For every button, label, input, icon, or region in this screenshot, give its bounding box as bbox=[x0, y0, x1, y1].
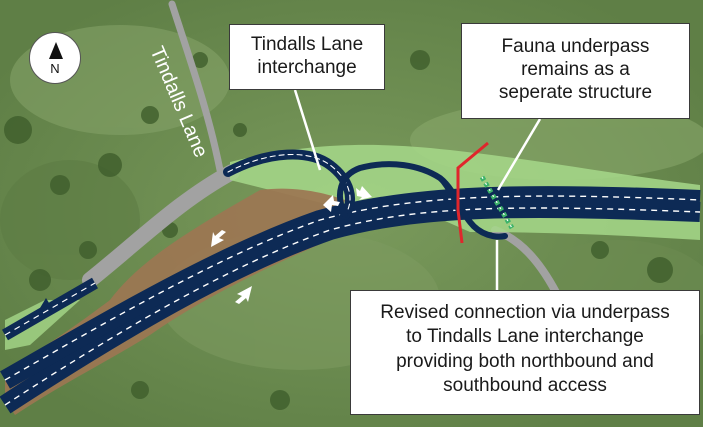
callout-fauna-underpass: Fauna underpass remains as a seperate st… bbox=[461, 23, 690, 119]
north-arrow-compass: N bbox=[29, 32, 81, 84]
callout-line: to Tindalls Lane interchange bbox=[406, 326, 644, 348]
callout-line: interchange bbox=[257, 57, 357, 79]
arrow-icon-ramp-up bbox=[323, 195, 340, 212]
traffic-arrows bbox=[211, 186, 372, 304]
arrow-icon-ramp-down bbox=[356, 186, 372, 200]
callout-line: Fauna underpass bbox=[501, 36, 650, 57]
verge-area-west bbox=[5, 300, 80, 350]
callout-line: southbound access bbox=[443, 374, 607, 396]
callout-line: Tindalls Lane bbox=[250, 34, 364, 55]
field-patches bbox=[0, 25, 703, 370]
fauna-underpass-marker-inner bbox=[481, 176, 513, 229]
arrow-icon-northeast bbox=[211, 230, 226, 247]
callout-line: seperate structure bbox=[498, 82, 653, 104]
callout-line: remains as a bbox=[521, 59, 630, 81]
north-arrow-icon bbox=[49, 42, 63, 59]
realignment-red-line bbox=[456, 141, 489, 244]
callout-revised-connection: Revised connection via underpass to Tind… bbox=[350, 290, 700, 415]
motorway-carriageways bbox=[0, 186, 701, 414]
tree-clusters bbox=[4, 48, 673, 410]
arrow-icon-southwest bbox=[235, 286, 252, 304]
callout-tindalls-lane-interchange: Tindalls Lane interchange bbox=[229, 24, 385, 90]
callout-leaders bbox=[293, 89, 542, 290]
callout-line: providing both northbound and bbox=[396, 350, 654, 372]
callout-line: Revised connection via underpass bbox=[380, 302, 670, 323]
existing-tindalls-lane bbox=[82, 0, 564, 304]
road-end-marker bbox=[40, 298, 52, 308]
north-label: N bbox=[50, 61, 60, 76]
